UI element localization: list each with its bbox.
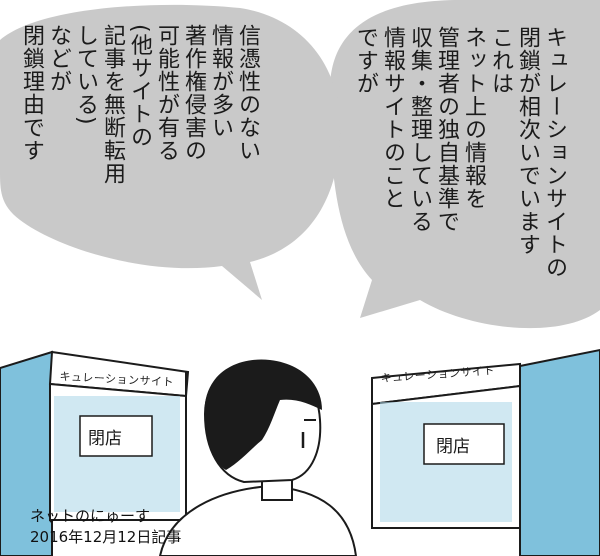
speech-bubble-right	[330, 0, 600, 329]
source-caption: ネットのにゅーす 2016年12月12日記事	[30, 506, 181, 548]
storefront-left	[0, 350, 190, 556]
caption-source: ネットのにゅーす	[30, 507, 151, 525]
storefront-right	[371, 348, 600, 556]
caption-date: 2016年12月12日記事	[30, 528, 182, 546]
person-figure	[158, 359, 358, 556]
closed-sign-right: 閉店	[436, 437, 470, 457]
speech-text-right: キュレーションサイトの 閉鎖が相次いでいます これは ネット上の情報を 管理者の…	[353, 26, 567, 279]
closed-sign-left: 閉店	[88, 429, 122, 449]
speech-bubble-left	[0, 4, 341, 300]
speech-text-left: 信憑性のない 情報が多い 著作権侵害の 可能性が有る (他サイトの 記事を無断転…	[19, 24, 260, 185]
